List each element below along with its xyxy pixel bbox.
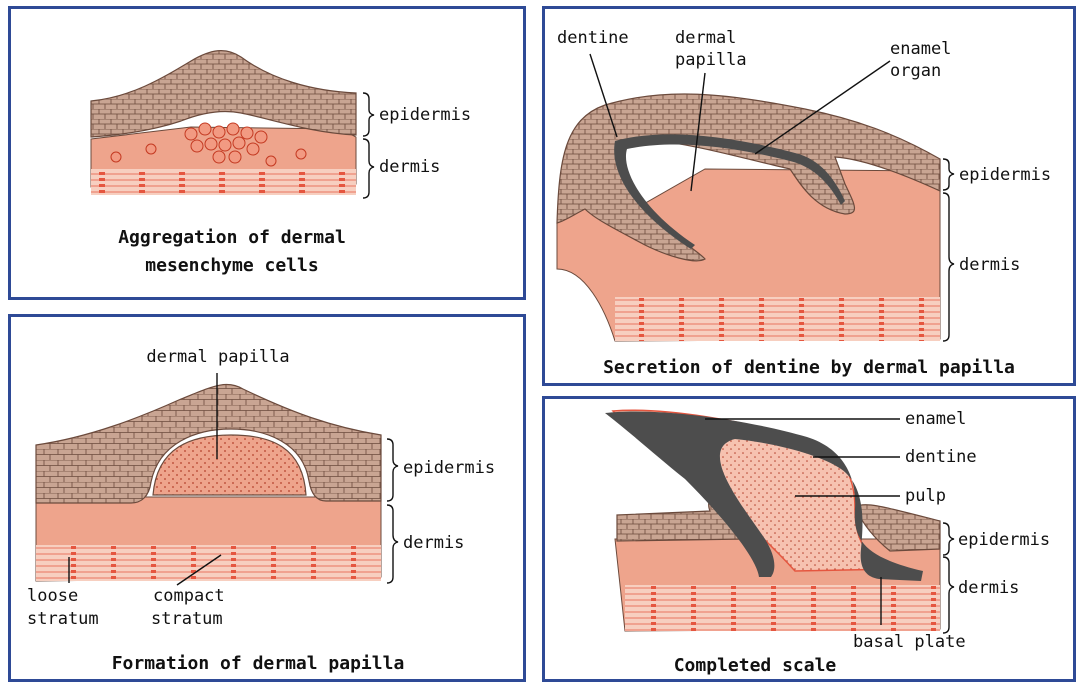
label-loose: loose [27,586,78,606]
panel-formation: dermal papilla epidermis dermis loose st… [8,314,526,682]
label-dentine: dentine [905,447,977,467]
dermis-brace [363,139,374,198]
aggregation-epidermis [91,51,356,137]
label-loose-stratum: stratum [27,609,99,629]
label-dermal: dermal [675,28,736,48]
panel-secretion: dentine dermal papilla enamel organ epid… [542,6,1076,386]
epidermis-brace [363,93,374,136]
label-organ: organ [890,61,941,81]
label-enamel: enamel [890,39,951,59]
label-pulp: pulp [905,486,946,506]
label-dermis: dermis [958,578,1019,598]
label-dentine: dentine [557,28,629,48]
caption: Formation of dermal papilla [112,653,405,674]
aggregation-diagram: epidermis dermis Aggregation of dermal m… [11,9,523,297]
label-enamel: enamel [905,409,966,429]
label-epidermis: epidermis [959,165,1051,185]
label-epidermis: epidermis [379,105,471,125]
label-papilla: papilla [675,50,747,70]
label-dermis: dermis [379,157,440,177]
caption: Completed scale [674,655,837,676]
secretion-diagram: dentine dermal papilla enamel organ epid… [545,9,1073,383]
caption: Secretion of dentine by dermal papilla [603,357,1015,378]
completed-stratum [625,585,940,631]
label-epidermis: epidermis [403,458,495,478]
label-compact-stratum: stratum [151,609,223,629]
label-dermal-papilla: dermal papilla [146,347,289,367]
caption-line-2: mesenchyme cells [145,255,318,276]
aggregation-stratum [91,169,356,195]
secretion-stratum [615,297,940,341]
label-compact: compact [153,586,225,606]
completed-diagram: enamel dentine pulp epidermis dermis bas… [545,399,1073,679]
formation-diagram: dermal papilla epidermis dermis loose st… [11,317,523,679]
label-epidermis: epidermis [958,530,1050,550]
panel-aggregation: epidermis dermis Aggregation of dermal m… [8,6,526,300]
label-dermis: dermis [403,533,464,553]
label-basal-plate: basal plate [853,632,966,652]
label-dermis: dermis [959,255,1020,275]
panel-completed: enamel dentine pulp epidermis dermis bas… [542,396,1076,682]
caption-line-1: Aggregation of dermal [118,227,346,248]
